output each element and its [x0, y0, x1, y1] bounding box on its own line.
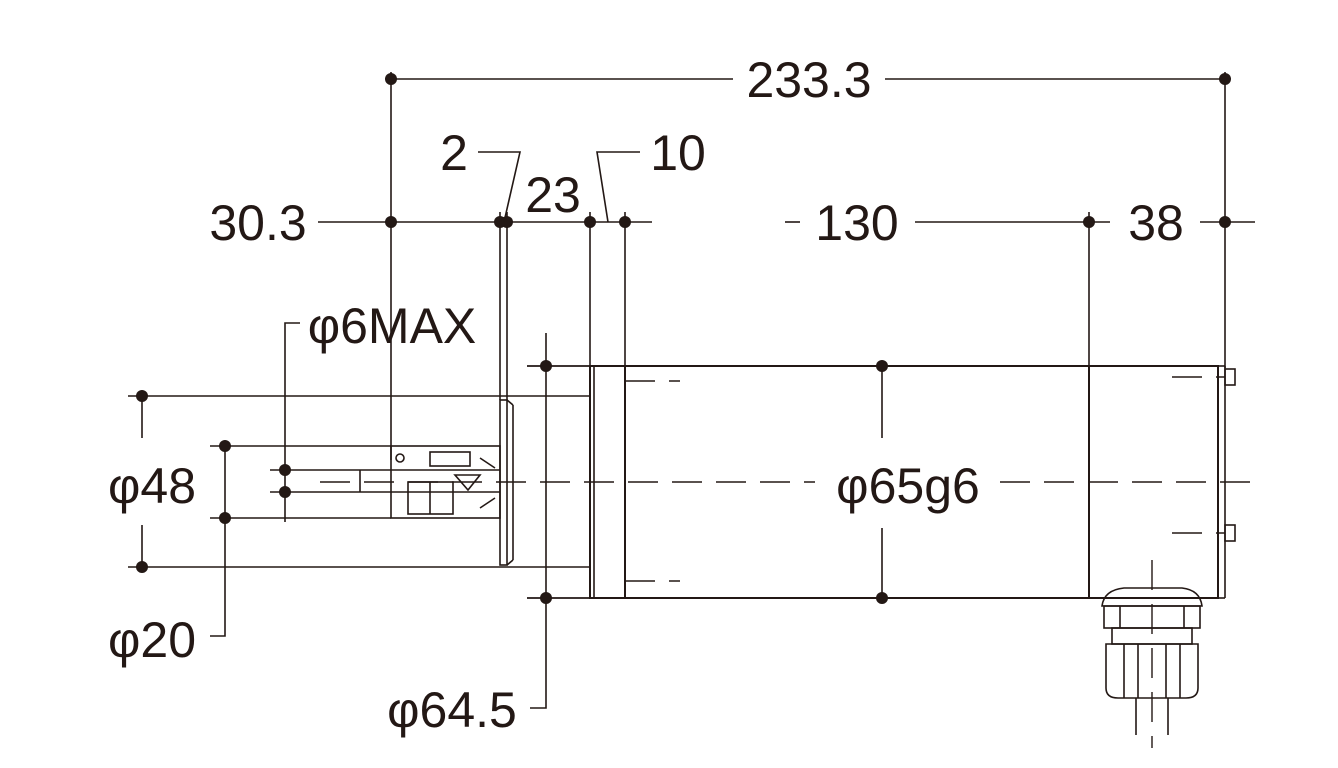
- dimension-dot: [1083, 216, 1095, 228]
- rear-length-label: 38: [1128, 195, 1184, 251]
- body-diameter-label: φ65g6: [836, 458, 980, 514]
- pilot-diameter-label: φ48: [108, 458, 196, 514]
- dimension-dot: [540, 592, 552, 604]
- dimension-body-diameter: φ65g6: [836, 360, 980, 604]
- rear-housing: [1089, 365, 1219, 599]
- flange-diameter-leader: [530, 333, 547, 709]
- dimension-dot: [385, 73, 397, 85]
- dimension-dot: [876, 592, 888, 604]
- flange-thickness-leader: [478, 151, 522, 223]
- rear-screw: [1224, 368, 1236, 386]
- dimension-dot: [136, 561, 148, 573]
- dimension-dot: [385, 216, 397, 228]
- boss-diameter-leader: [210, 446, 226, 637]
- flange-diameter-label: φ64.5: [387, 682, 517, 738]
- dimension-dot: [619, 216, 631, 228]
- dimension-dot: [279, 486, 291, 498]
- dimension-dot: [540, 360, 552, 372]
- dimension-boss-diameter: φ20: [108, 440, 391, 668]
- gland-nut: [1105, 643, 1199, 699]
- boss-diameter-label: φ20: [108, 612, 196, 668]
- dimension-chain: 30.3 23 130 38 2 10: [209, 125, 1255, 251]
- shaft-diameter-leader: [284, 322, 300, 522]
- gland-cap: [1101, 587, 1203, 607]
- cable-gland: [1101, 560, 1203, 748]
- dimension-shaft-diameter: φ6MAX: [270, 298, 476, 522]
- dimension-dot: [219, 512, 231, 524]
- dimension-pilot-diameter: φ48: [108, 390, 507, 573]
- flange-width-leader: [596, 151, 640, 223]
- dimension-overall-length: 233.3: [385, 52, 1231, 108]
- shaft-length-label: 30.3: [209, 195, 306, 251]
- dimension-dot: [136, 390, 148, 402]
- coupling: [429, 451, 471, 467]
- shaft-diameter-label: φ6MAX: [308, 298, 477, 354]
- body-length-label: 130: [815, 195, 898, 251]
- dimension-dot: [501, 216, 513, 228]
- overall-length-label: 233.3: [746, 52, 871, 108]
- dimension-dot: [584, 216, 596, 228]
- pilot-length-label: 23: [525, 167, 581, 223]
- dimension-dot: [219, 440, 231, 452]
- dimension-dot: [1219, 73, 1231, 85]
- dimension-dot: [1219, 216, 1231, 228]
- dimension-dot: [279, 464, 291, 476]
- dimension-dot: [876, 360, 888, 372]
- extension-lines: [390, 72, 1226, 460]
- flange-thickness-label: 2: [440, 125, 468, 181]
- dimension-flange-diameter: φ64.5: [387, 333, 590, 738]
- rear-screw: [1224, 524, 1236, 542]
- flange-width-label: 10: [650, 125, 706, 181]
